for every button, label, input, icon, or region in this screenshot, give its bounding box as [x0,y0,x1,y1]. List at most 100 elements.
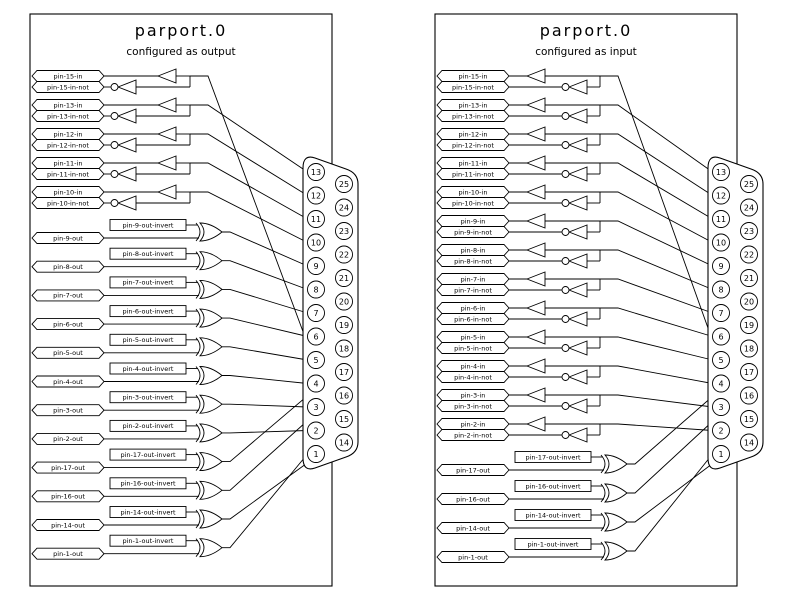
connector-pin-number: 4 [718,380,723,389]
connector-pin-circle [335,175,353,193]
xor-gate-icon [198,480,223,500]
hal-pin-label: pin-10-in [459,188,488,196]
hal-pin-tag [31,490,105,503]
signal-wire [222,288,308,314]
invert-param-box [109,534,187,547]
connector-pin-circle [712,445,730,463]
hal-pin-tag [31,260,105,273]
invert-param-box [109,219,187,231]
connector-pin-circle [740,175,758,193]
hal-pin-tag [436,551,510,563]
connector-pin-number: 18 [744,345,754,354]
xor-gate-icon [198,308,223,328]
hal-pin-label: pin-6-in-not [454,315,492,323]
hal-pin-label: pin-4-in-not [454,373,492,381]
connector-pin-circle [307,210,325,228]
connector-pin-number: 14 [744,439,754,448]
connector-pin-circle [307,351,325,369]
inverter-buffer-icon [567,398,588,414]
connector-pin-circle [335,410,353,428]
invert-param-label: pin-5-out-invert [123,336,174,344]
invert-bubble-icon [561,344,570,352]
hal-pin-label: pin-13-in [459,101,488,109]
buffer-icon [156,68,177,84]
inverter-buffer-icon [567,369,588,385]
xor-input-arc-icon [195,366,201,385]
signal-wire [600,394,713,408]
hal-pin-label: pin-13-in-not [47,112,89,120]
hal-pin-label: pin-2-in-not [454,431,492,439]
signal-wire [190,75,336,420]
panel-subtitle: configured as input [535,46,637,58]
signal-wire [627,371,741,465]
invert-bubble-icon [110,170,119,178]
connector-pin-number: 20 [339,298,349,307]
signal-wire [222,371,336,463]
signal-wire [600,278,713,314]
invert-bubble-icon [561,286,570,294]
buffer-icon [525,242,546,258]
signal-wire [600,249,713,290]
inverter-buffer-icon [567,253,588,269]
buffer-icon [525,213,546,229]
invert-param-label: pin-8-out-invert [123,250,174,258]
hal-pin-label: pin-8-in [461,246,486,254]
hal-pin-label: pin-10-in-not [47,199,89,207]
hal-pin-label: pin-10-in-not [452,199,494,207]
hal-pin-label: pin-16-out [456,495,490,503]
connector-pin-number: 23 [339,227,349,236]
connector-pin-number: 11 [311,215,321,224]
connector-pin-circle [335,363,353,381]
xor-input-arc-icon [195,222,201,242]
connector-pin-circle [712,374,730,393]
buffer-icon [525,97,546,113]
inverter-buffer-icon [567,79,588,95]
buffer-icon [525,271,546,287]
inverter-buffer-icon [567,311,588,327]
xor-gate-icon [198,251,223,271]
hal-pin-label: pin-15-in [459,72,488,80]
connector-pin-number: 18 [339,345,349,354]
invert-bubble-icon [561,83,570,91]
connector-pin-number: 1 [313,450,318,459]
connector-pin-number: 6 [718,333,723,342]
xor-input-arc-icon [600,483,606,503]
connector-pin-number: 10 [716,239,726,248]
hal-pin-label: pin-5-in [461,333,486,341]
invert-param-label: pin-3-out-invert [123,394,174,402]
hal-pin-label: pin-2-in [461,420,486,428]
hal-pin-label: pin-3-out [53,407,83,415]
xor-gate-icon [198,509,223,529]
hal-pin-label: pin-14-out [51,521,85,529]
invert-param-box [109,305,187,318]
wires-layer [509,75,741,558]
connector-pin-circle [335,339,353,358]
hal-pin-tag [31,432,105,445]
signal-wire [627,395,741,494]
inverter-buffer-icon [116,195,137,211]
hal-pin-label: pin-13-in [54,101,83,109]
hal-pin-label: pin-4-in [461,362,486,370]
xor-gate-icon [198,452,223,472]
signal-wire [600,104,713,173]
hal-pin-label: pin-9-out [53,234,83,242]
invert-bubble-icon [561,431,570,439]
xor-input-arc-icon [195,280,201,299]
connector-pin-number: 14 [339,439,349,448]
hal-pin-label: pin-8-in-not [454,257,492,265]
connector-pin-circle [307,421,325,440]
hal-pin-label: pin-15-in-not [452,83,494,91]
connector-pin-circle [712,351,730,369]
connector-pin-circle [740,269,758,287]
signal-wire [600,336,713,361]
hal-pin-label: pin-5-in-not [454,344,492,352]
invert-bubble-icon [561,402,570,410]
invert-param-label: pin-14-out-invert [120,508,176,516]
connector-pin-circle [712,421,730,440]
xor-input-arc-icon [600,541,606,561]
invert-param-box [109,391,187,404]
signal-wire [222,395,336,491]
connector-pin-number: 6 [313,333,318,342]
connector-pin-circle [712,186,730,205]
